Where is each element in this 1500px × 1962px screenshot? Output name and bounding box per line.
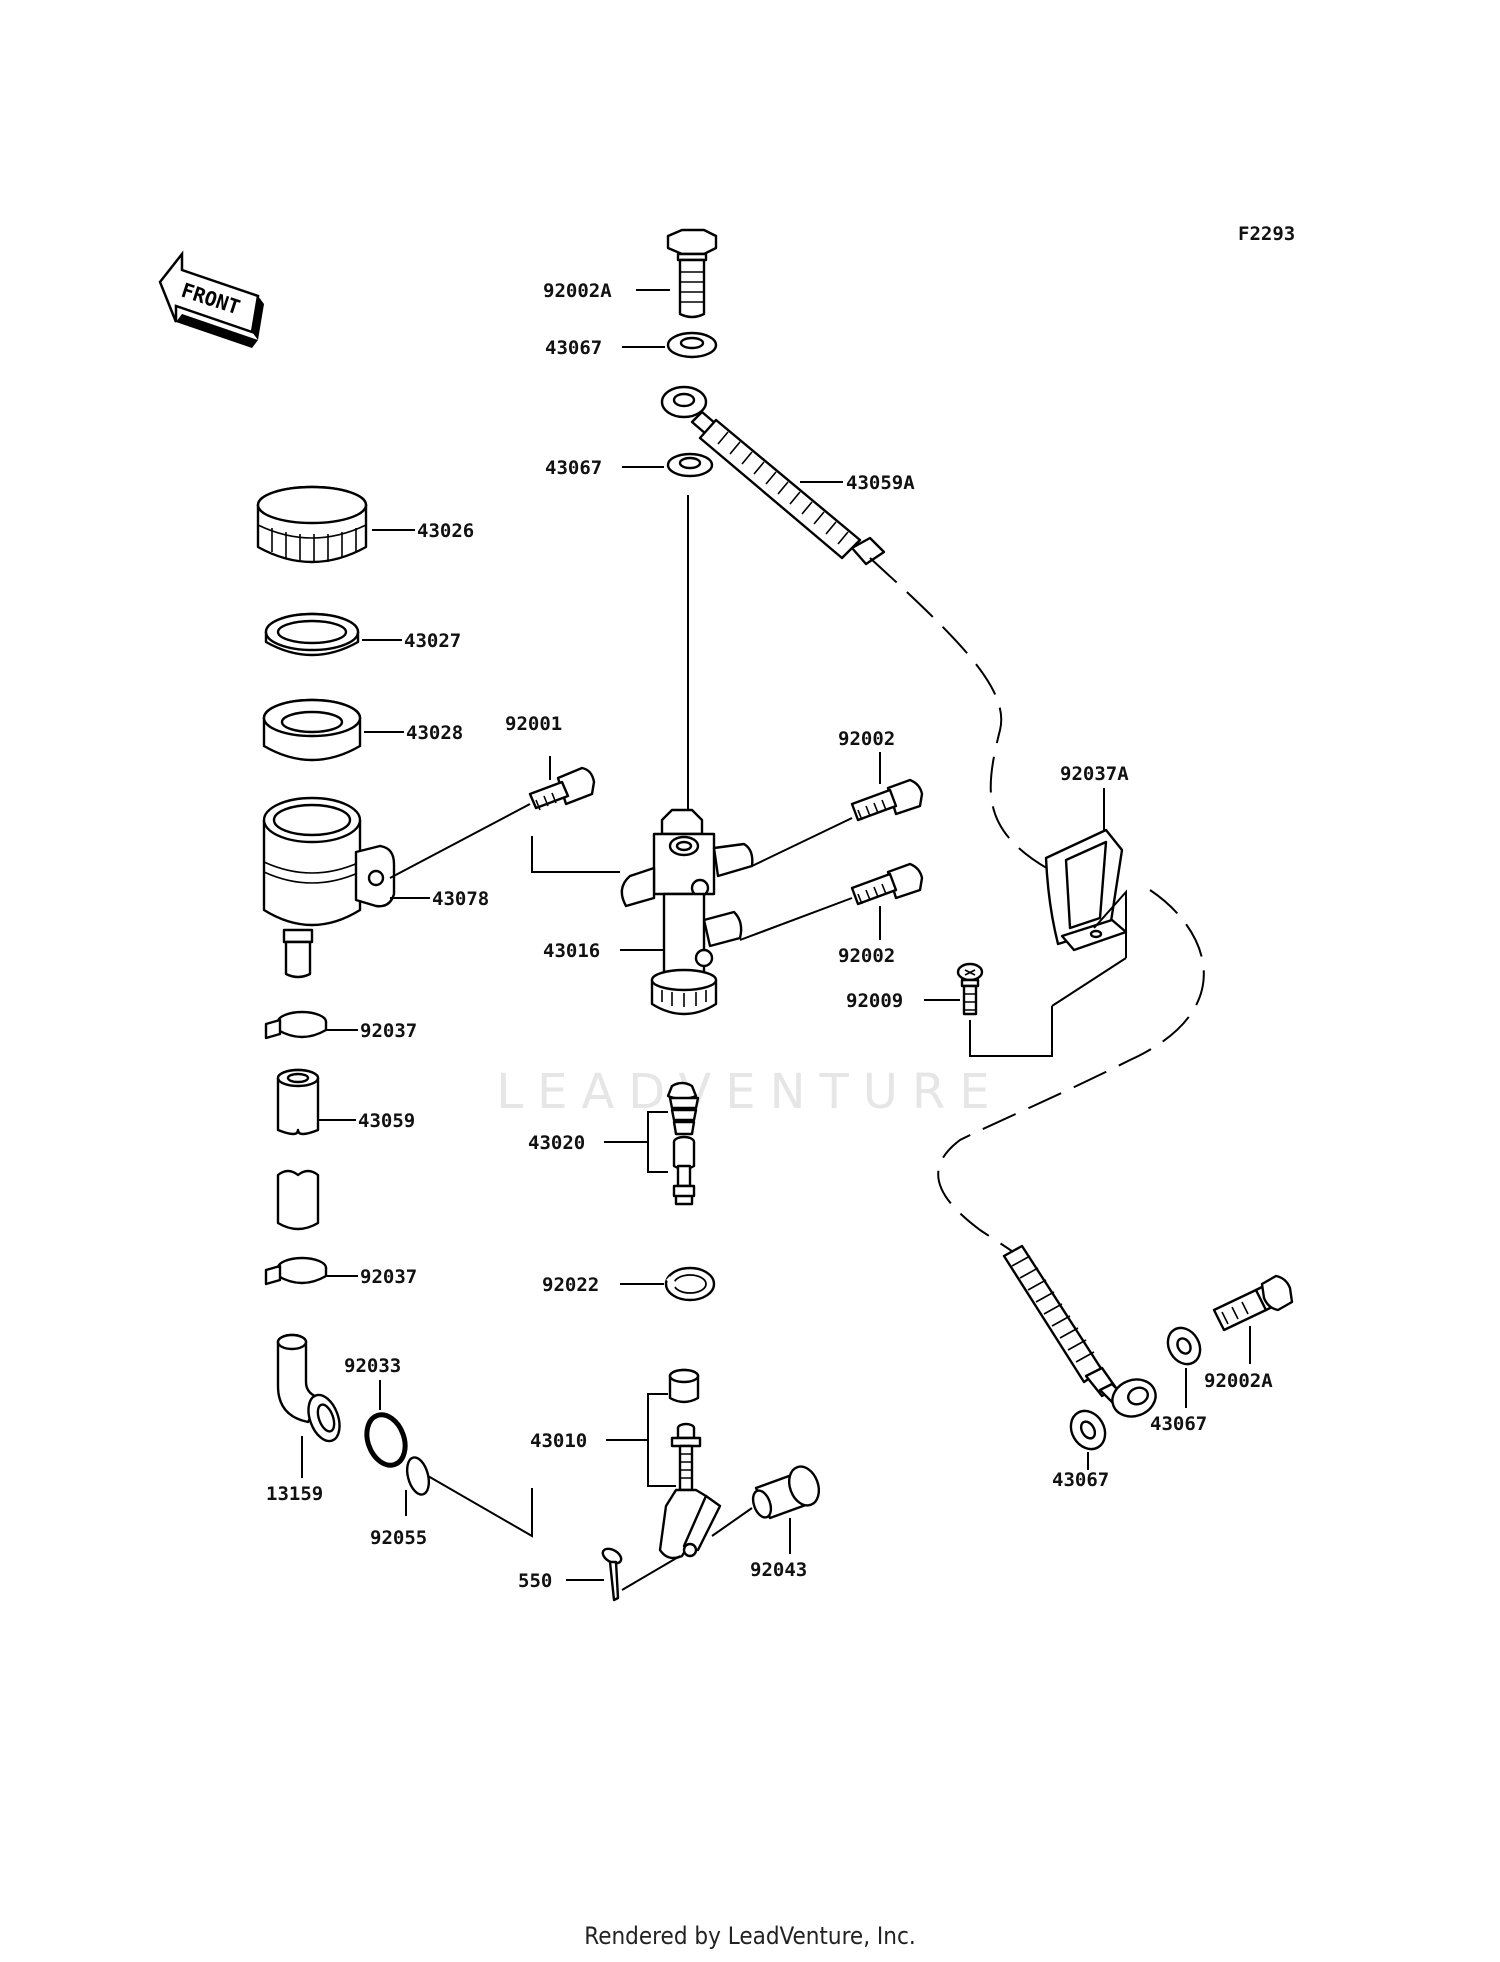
- label-92002A-top: 92002A: [543, 280, 612, 302]
- label-92009: 92009: [846, 990, 903, 1012]
- label-43016: 43016: [543, 940, 600, 962]
- banjo-bolt-top-part: [666, 228, 718, 319]
- label-43078: 43078: [432, 888, 489, 910]
- banjo-bolt-right-part: [1212, 1274, 1294, 1332]
- label-43067-c: 43067: [1150, 1413, 1207, 1435]
- label-550: 550: [518, 1570, 552, 1592]
- circlip-92022-part: [664, 1266, 716, 1302]
- label-43010: 43010: [530, 1430, 587, 1452]
- label-43027: 43027: [404, 630, 461, 652]
- label-92037-a: 92037: [360, 1020, 417, 1042]
- label-92037-b: 92037: [360, 1266, 417, 1288]
- clevis-pin-part: [751, 1465, 821, 1520]
- reservoir-tank-part: [262, 796, 396, 979]
- label-43059A: 43059A: [846, 472, 915, 494]
- label-92002-a: 92002: [838, 728, 895, 750]
- label-92002-b: 92002: [838, 945, 895, 967]
- hose-clamp-a-part: [264, 1010, 328, 1040]
- bracket-92037A-part: [1044, 828, 1128, 952]
- label-13159: 13159: [266, 1483, 323, 1505]
- label-92022: 92022: [542, 1274, 599, 1296]
- diaphragm-plate-part: [264, 612, 360, 657]
- label-92055: 92055: [370, 1527, 427, 1549]
- elbow-fitting-part: [276, 1333, 341, 1443]
- reservoir-hose-part: [276, 1068, 320, 1231]
- footer-credit: Rendered by LeadVenture, Inc.: [584, 1922, 916, 1950]
- label-43020: 43020: [528, 1132, 585, 1154]
- label-92043: 92043: [750, 1559, 807, 1581]
- o-ring-part: [405, 1456, 431, 1496]
- label-43028: 43028: [406, 722, 463, 744]
- cotter-pin-part: [601, 1547, 623, 1602]
- label-43067-a: 43067: [545, 337, 602, 359]
- bolt-92002-a-part: [850, 778, 924, 822]
- diagram-code: F2293: [1238, 223, 1295, 245]
- label-92002A-right: 92002A: [1204, 1370, 1273, 1392]
- label-43067-b: 43067: [545, 457, 602, 479]
- label-43026: 43026: [417, 520, 474, 542]
- watermark-text: LEADVENTURE: [496, 1064, 1003, 1120]
- brake-hose-part: [660, 385, 886, 566]
- screw-92009-part: [956, 962, 984, 1016]
- bolt-92001-part: [528, 766, 596, 811]
- label-92037A: 92037A: [1060, 763, 1129, 785]
- push-rod-part: [658, 1368, 722, 1560]
- front-arrow-icon: FRONT: [158, 250, 264, 348]
- label-92033: 92033: [344, 1355, 401, 1377]
- label-43059: 43059: [358, 1110, 415, 1132]
- valve-assembly-43020-part: [666, 1081, 700, 1206]
- master-cylinder-part: [620, 808, 754, 1016]
- label-92001: 92001: [505, 713, 562, 735]
- brake-hose-lower-end-part: [1002, 1244, 1157, 1418]
- circlip-92033-part: [364, 1412, 408, 1468]
- diaphragm-part: [262, 698, 362, 762]
- hose-clamp-b-part: [264, 1256, 328, 1286]
- bolt-92002-b-part: [850, 862, 924, 906]
- reservoir-cap-part: [256, 485, 368, 564]
- label-43067-d: 43067: [1052, 1469, 1109, 1491]
